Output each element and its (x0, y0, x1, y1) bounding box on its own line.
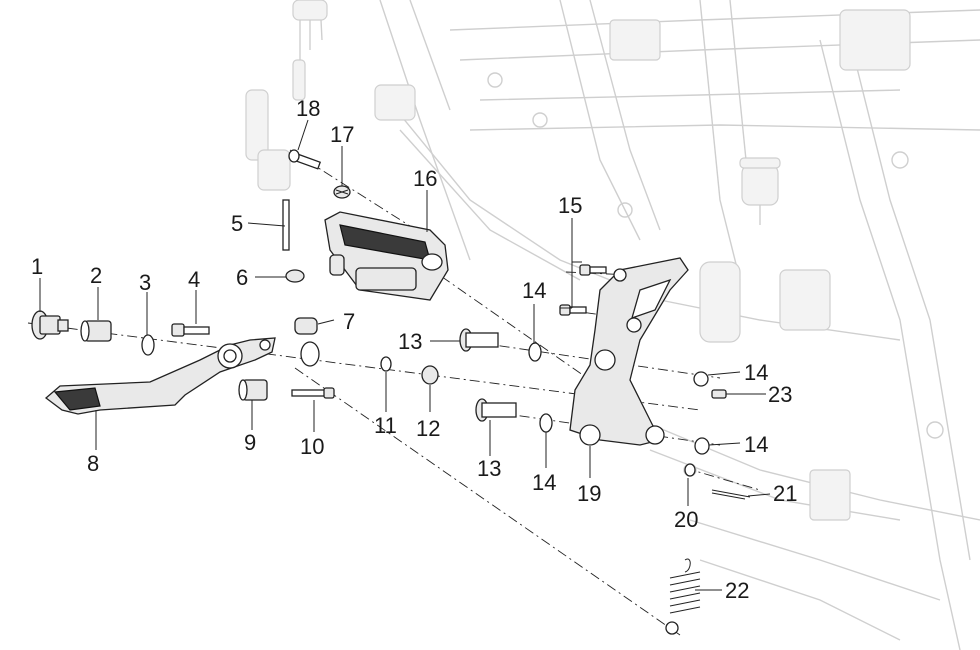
motorcycle-frame-ghost (245, 0, 980, 650)
part-1-flanged-bolt (31, 310, 69, 340)
callout-leaders (39, 119, 771, 591)
part-14-washer-b (539, 413, 553, 433)
callout-13-upper: 13 (398, 329, 422, 354)
part-10-bolt (291, 387, 335, 399)
callout-14-d: 14 (744, 432, 768, 457)
callout-14-a: 14 (522, 278, 546, 303)
callout-2: 2 (90, 263, 102, 288)
part-13-lower-pin (475, 398, 517, 422)
callout-21: 21 (773, 481, 797, 506)
part-14-washer-a (528, 342, 542, 362)
part-18-pin (288, 149, 322, 170)
part-7-clevis (294, 317, 320, 367)
part-22-return-spring (665, 558, 701, 635)
part-4-bolt (171, 323, 210, 337)
part-17-spring (333, 185, 351, 199)
part-11-washer (380, 356, 392, 372)
part-23-pin (711, 389, 727, 399)
part-2-sleeve (80, 320, 112, 342)
part-8-brake-pedal (44, 337, 276, 415)
part-14-washer-c (693, 371, 709, 387)
reservoir-ghost (739, 157, 781, 225)
part-14-washer-d (694, 437, 710, 455)
callout-14-b: 14 (532, 470, 556, 495)
part-9-sleeve (238, 379, 268, 401)
callout-6: 6 (236, 265, 248, 290)
callout-17: 17 (330, 122, 354, 147)
callout-labels: 1 2 3 4 5 6 7 8 9 10 11 12 13 13 14 14 1… (31, 96, 797, 603)
callout-22: 22 (725, 578, 749, 603)
part-20-clip (684, 463, 696, 477)
callout-19: 19 (577, 481, 601, 506)
callout-23: 23 (768, 382, 792, 407)
part-16-footpeg (324, 211, 449, 301)
callout-3: 3 (139, 270, 151, 295)
caliper-ghost (699, 261, 741, 343)
callout-9: 9 (244, 430, 256, 455)
callout-10: 10 (300, 434, 324, 459)
master-cylinder-ghost (245, 59, 306, 191)
callout-13-lower: 13 (477, 456, 501, 481)
part-3-washer (141, 334, 155, 356)
callout-18: 18 (296, 96, 320, 121)
callout-4: 4 (188, 267, 200, 292)
callout-1: 1 (31, 254, 43, 279)
part-19-footpeg-bracket (569, 257, 689, 446)
part-15-bolts (559, 264, 607, 316)
callout-8: 8 (87, 451, 99, 476)
callout-16: 16 (413, 166, 437, 191)
callout-11: 11 (374, 413, 397, 438)
part-5-pushrod (282, 199, 290, 251)
part-21-cotter-pin (711, 489, 751, 500)
part-13-upper-pin (459, 328, 499, 352)
callout-20: 20 (674, 507, 698, 532)
callout-14-c: 14 (744, 360, 768, 385)
callout-12: 12 (416, 416, 440, 441)
callout-7: 7 (343, 309, 355, 334)
part-6-nut (285, 269, 305, 283)
part-12-nut (421, 365, 439, 385)
callout-5: 5 (231, 211, 243, 236)
callout-15: 15 (558, 193, 582, 218)
